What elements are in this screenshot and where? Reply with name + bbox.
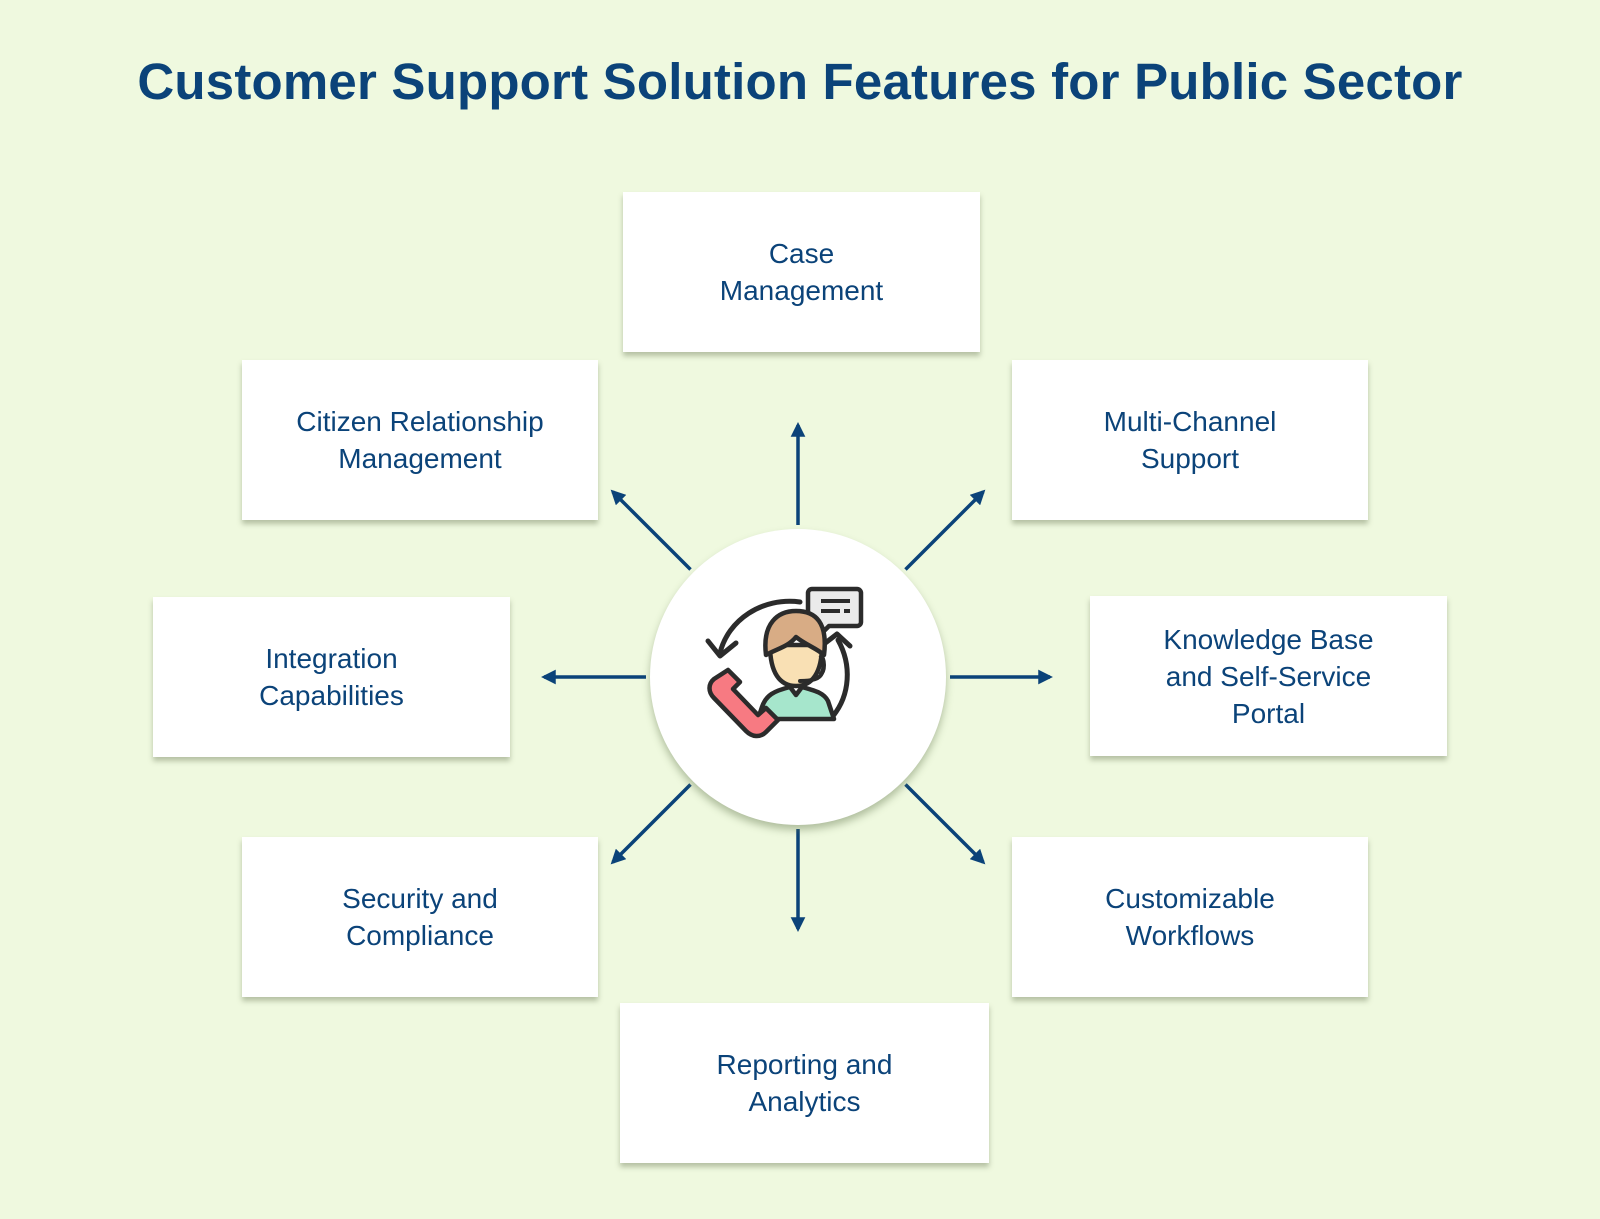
feature-label: Management	[338, 443, 502, 474]
feature-label: Capabilities	[259, 680, 404, 711]
feature-label: Management	[719, 275, 884, 306]
feature-label: Reporting and	[716, 1049, 893, 1080]
feature-label: Portal	[1231, 697, 1306, 729]
feature-label: Workflows	[1125, 920, 1255, 951]
arrow-to-customizable-workflows	[904, 783, 986, 865]
feature-label: Compliance	[346, 920, 494, 951]
customer-support-agent-icon	[705, 586, 864, 739]
feature-label: Analytics	[748, 1086, 861, 1117]
feature-label: Knowledge Base	[1163, 623, 1374, 655]
page-title: Customer Support Solution Features for P…	[137, 53, 1463, 110]
arrow-to-citizen-relationship-management	[610, 489, 692, 571]
feature-label: and Self-Service	[1165, 660, 1372, 692]
arrow-to-multi-channel-support	[904, 489, 986, 571]
feature-label: Citizen Relationship	[296, 406, 544, 437]
feature-label: Case	[768, 238, 835, 269]
feature-label: Support	[1140, 443, 1240, 474]
feature-label: Customizable	[1105, 883, 1275, 914]
arrow-to-security-compliance	[610, 783, 692, 865]
feature-label: Integration	[265, 643, 398, 674]
feature-label: Multi-Channel	[1103, 406, 1277, 437]
feature-label: Security and	[342, 883, 498, 914]
